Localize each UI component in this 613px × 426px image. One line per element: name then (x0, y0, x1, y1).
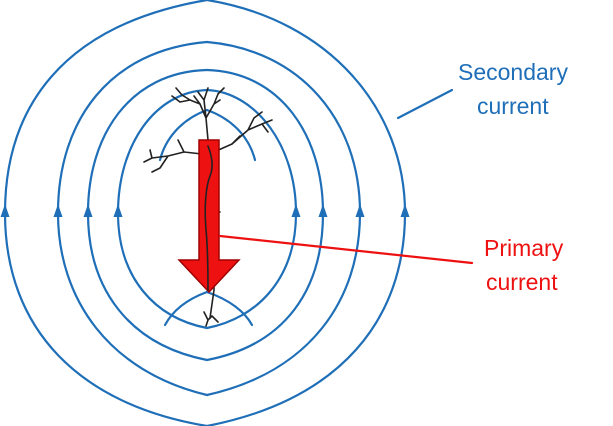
field-loop-left-cusp-bottom (163, 290, 209, 327)
primary-current-label: Primary current (484, 235, 564, 295)
neuron-basal-dendrites-left (143, 139, 203, 173)
neuron-basal-dendrites-right (213, 111, 273, 153)
secondary-current-leader-line (396, 88, 454, 120)
primary-current-leader-line (218, 234, 474, 265)
secondary-current-label-line2: current (477, 93, 549, 119)
arrowhead-up-left-3 (83, 204, 93, 217)
secondary-current-loops-left (3, 0, 209, 426)
arrowhead-up-left-1 (0, 204, 10, 217)
arrowhead-up-left-4 (113, 204, 123, 217)
field-loop-right-2 (205, 68, 325, 362)
field-loop-left-cusp-top (158, 108, 209, 162)
neuron-axon-terminal (203, 311, 219, 327)
primary-current-label-line2: current (486, 269, 558, 295)
arrowhead-up-right-1 (291, 204, 301, 217)
arrowhead-up-right-4 (400, 204, 410, 217)
field-loop-right-cusp-bottom (205, 290, 254, 327)
neuron-soma (204, 145, 213, 291)
field-loop-right-cusp-top (205, 108, 257, 162)
arrowhead-up-right-3 (355, 204, 365, 217)
secondary-current-label-line1: Secondary (458, 59, 568, 85)
neuron-apical-dendrites (171, 87, 225, 141)
arrowhead-up-left-2 (53, 204, 63, 217)
secondary-current-loops-right (205, 0, 407, 426)
field-loop-left-outer (3, 0, 209, 426)
field-loop-right-outer (205, 0, 407, 426)
field-loop-right-inner (205, 88, 298, 330)
secondary-current-label: Secondary current (458, 59, 568, 119)
field-loop-left-2 (86, 68, 209, 362)
primary-current-arrow-body (177, 139, 241, 294)
secondary-current-arrowheads (0, 204, 410, 217)
field-loop-left-inner (116, 88, 209, 330)
primary-current-arrow (177, 139, 241, 294)
primary-current-label-line1: Primary (484, 235, 564, 261)
arrowhead-up-right-2 (318, 204, 328, 217)
